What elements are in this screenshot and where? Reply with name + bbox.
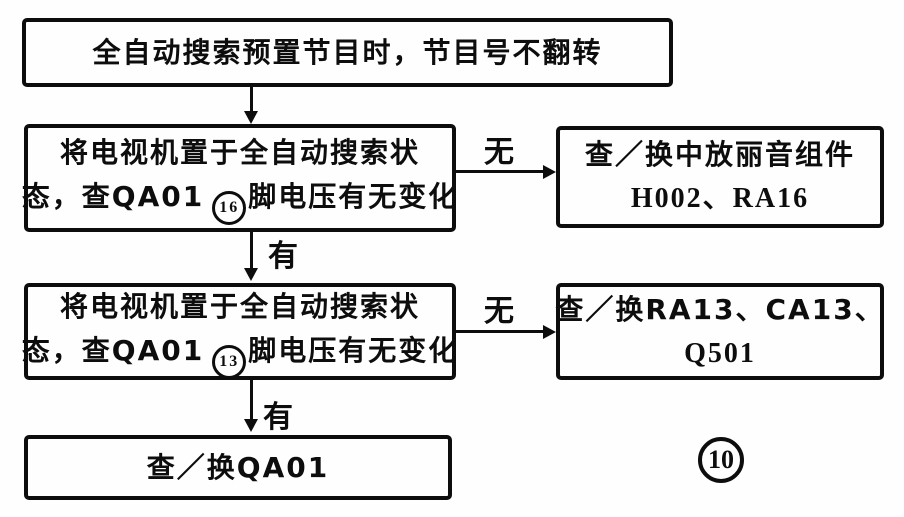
remedy1-box: 查／换中放丽音组件 H002、RA16	[556, 126, 884, 228]
check-pin13-line2-pre: 态，查QA01	[21, 333, 205, 367]
arrowhead-down-icon	[244, 268, 258, 281]
remedy1-line2: H002、RA16	[630, 183, 810, 214]
remedy2-line2: Q501	[684, 337, 756, 369]
page-number-badge: 10	[698, 437, 744, 483]
connector-check16-to-remedy1	[456, 170, 545, 173]
pin-16-badge: 16	[212, 191, 247, 225]
remedy2-box: 查／换RA13、CA13、 Q501	[555, 283, 884, 380]
symptom-box: 全自动搜索预置节目时，节目号不翻转	[22, 18, 673, 87]
final-remedy-box: 查／换QA01	[24, 435, 452, 500]
final-remedy-text: 查／换QA01	[146, 450, 330, 484]
pin-16-number: 16	[219, 199, 240, 216]
check-pin13-line2: 态，查QA01 13 脚电压有无变化	[22, 329, 458, 379]
check-pin16-line1: 将电视机置于全自动搜索状	[59, 136, 420, 169]
check-pin13-line2-post: 脚电压有无变化	[248, 333, 459, 367]
remedy2-line1: 查／换RA13、CA13、	[555, 288, 884, 332]
pin-13-badge: 13	[212, 344, 247, 379]
remedy2-line1-text: 查／换RA13、CA13、	[555, 292, 885, 326]
connector-symptom-to-check16	[250, 87, 253, 114]
check-pin16-box: 将电视机置于全自动搜索状 态，查QA01 16 脚电压有无变化	[22, 124, 458, 232]
branch-yes-label-2: 有	[263, 400, 293, 435]
arrowhead-right-icon	[543, 165, 556, 179]
branch-no-label-1: 无	[484, 135, 514, 170]
arrowhead-right-icon	[543, 325, 556, 339]
arrowhead-down-icon	[244, 419, 258, 432]
pin-13-number: 13	[219, 352, 240, 370]
check-pin16-line2: 态，查QA01 16 脚电压有无变化	[22, 175, 458, 225]
connector-check13-to-final	[250, 380, 253, 422]
remedy1-line1: 查／换中放丽音组件	[584, 138, 855, 171]
check-pin16-line2-pre: 态，查QA01	[21, 180, 205, 213]
connector-check13-to-remedy2	[456, 330, 545, 333]
branch-no-label-2: 无	[484, 294, 514, 329]
check-pin13-line1: 将电视机置于全自动搜索状	[59, 289, 420, 323]
connector-check16-to-check13	[250, 232, 253, 271]
branch-yes-label-1: 有	[268, 239, 298, 274]
arrowhead-down-icon	[244, 111, 258, 124]
check-pin16-line2-post: 脚电压有无变化	[248, 180, 459, 213]
symptom-text: 全自动搜索预置节目时，节目号不翻转	[92, 35, 603, 69]
page-number-text: 10	[708, 445, 734, 474]
check-pin13-box: 将电视机置于全自动搜索状 态，查QA01 13 脚电压有无变化	[22, 283, 458, 380]
